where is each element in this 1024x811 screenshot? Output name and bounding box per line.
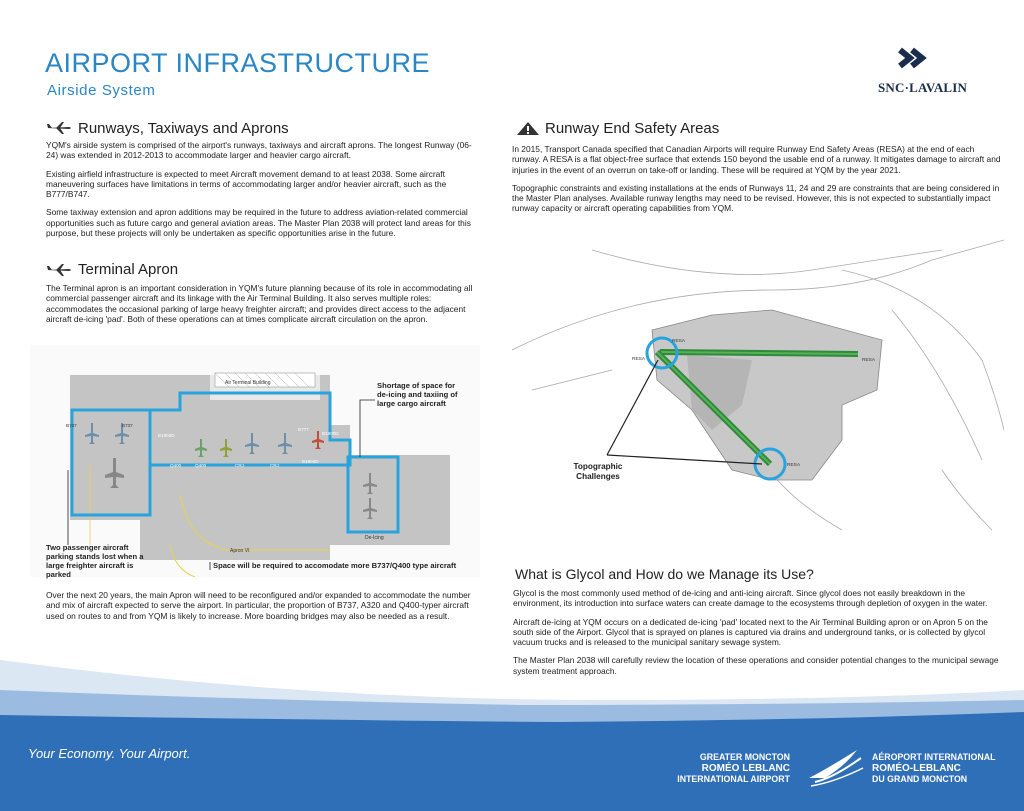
airplane-icon: [47, 122, 71, 134]
airport-en-line: INTERNATIONAL AIRPORT: [677, 774, 790, 784]
terminal-heading: Terminal Apron: [78, 261, 179, 278]
stand-label: B1900D: [158, 433, 175, 438]
stand-label: Q400: [195, 463, 207, 468]
stand-label: B737: [66, 423, 77, 428]
topo-callout: Topographic Challenges: [573, 462, 623, 481]
glycol-heading: What is Glycol and How do we Manage its …: [515, 566, 814, 582]
stand-label: B1900D: [322, 431, 339, 436]
apron-label: Apron VI: [230, 548, 249, 554]
airport-en-line: ROMÉO LEBLANC: [701, 763, 790, 774]
callout-shortage: Shortage of space for de-icing and taxii…: [377, 381, 458, 408]
snc-lavalin-logo-icon: [898, 47, 927, 69]
terminal-after-paragraph: Over the next 20 years, the main Apron w…: [46, 590, 471, 621]
callout-space-required: Space will be required to accomodate mor…: [213, 561, 457, 570]
stand-label: CRJ: [270, 463, 279, 468]
terminal-after-body: Over the next 20 years, the main Apron w…: [46, 590, 476, 629]
terminal-body: The Terminal apron is an important consi…: [46, 283, 476, 332]
glycol-paragraph: The Master Plan 2038 will carefully revi…: [513, 655, 999, 676]
glycol-body: Glycol is the most commonly used method …: [513, 588, 1003, 684]
resa-label: RESA: [632, 356, 646, 362]
resa-label: RESA: [672, 338, 686, 344]
airplane-icon: [47, 264, 71, 276]
warning-icon: [517, 122, 539, 135]
airport-fr-line: AÉROPORT INTERNATIONAL: [872, 752, 996, 762]
runways-heading: Runways, Taxiways and Aprons: [78, 120, 289, 137]
resa-map: RESA RESA RESA RESA: [512, 230, 1004, 545]
stand-label: B1900D: [302, 459, 319, 464]
glycol-paragraph: Aircraft de-icing at YQM occurs on a ded…: [513, 616, 988, 648]
stand-label: B737: [122, 423, 133, 428]
airport-en-line: GREATER MONCTON: [699, 752, 790, 762]
runways-paragraph: Some taxiway extension and apron additio…: [46, 207, 471, 239]
airport-name-en: GREATER MONCTON ROMÉO LEBLANC INTERNATIO…: [640, 752, 790, 785]
terminal-paragraph: The Terminal apron is an important consi…: [46, 283, 473, 324]
resa-heading: Runway End Safety Areas: [545, 120, 720, 137]
page-title: AIRPORT INFRASTRUCTURE: [45, 48, 431, 78]
page-subtitle: Airside System: [47, 82, 156, 99]
runways-body: YQM's airside system is comprised of the…: [46, 140, 476, 246]
runways-paragraph: Existing airfield infrastructure is expe…: [46, 168, 447, 200]
footer-tagline: Your Economy. Your Airport.: [28, 746, 191, 761]
resa-paragraph: In 2015, Transport Canada specified that…: [512, 144, 1001, 175]
airport-name-fr: AÉROPORT INTERNATIONAL ROMÉO-LEBLANC DU …: [872, 752, 995, 785]
resa-body: In 2015, Transport Canada specified that…: [512, 144, 1002, 222]
airport-fr-line: DU GRAND MONCTON: [872, 774, 968, 784]
building-label: Air Terminal Building: [225, 380, 271, 386]
airport-fr-line: ROMÉO-LEBLANC: [872, 763, 961, 774]
stand-label: B777: [298, 427, 309, 432]
resa-paragraph: Topographic constraints and existing ins…: [512, 182, 1000, 214]
logo-text: SNC·LAVALIN: [878, 80, 968, 95]
resa-label: RESA: [787, 462, 801, 468]
airport-logo-icon: [809, 750, 864, 787]
callout-stands-lost: Two passenger aircraft parking stands lo…: [46, 543, 144, 579]
resa-label: RESA: [862, 357, 876, 363]
stand-label: CRJ: [235, 463, 244, 468]
stand-label: Q400: [170, 463, 182, 468]
deicing-label: De-Icing: [365, 535, 384, 541]
terminal-apron-diagram: Air Terminal Building Apron VI De-Icing …: [30, 345, 480, 577]
glycol-paragraph: Glycol is the most commonly used method …: [513, 588, 988, 609]
runways-paragraph: YQM's airside system is comprised of the…: [46, 140, 472, 161]
